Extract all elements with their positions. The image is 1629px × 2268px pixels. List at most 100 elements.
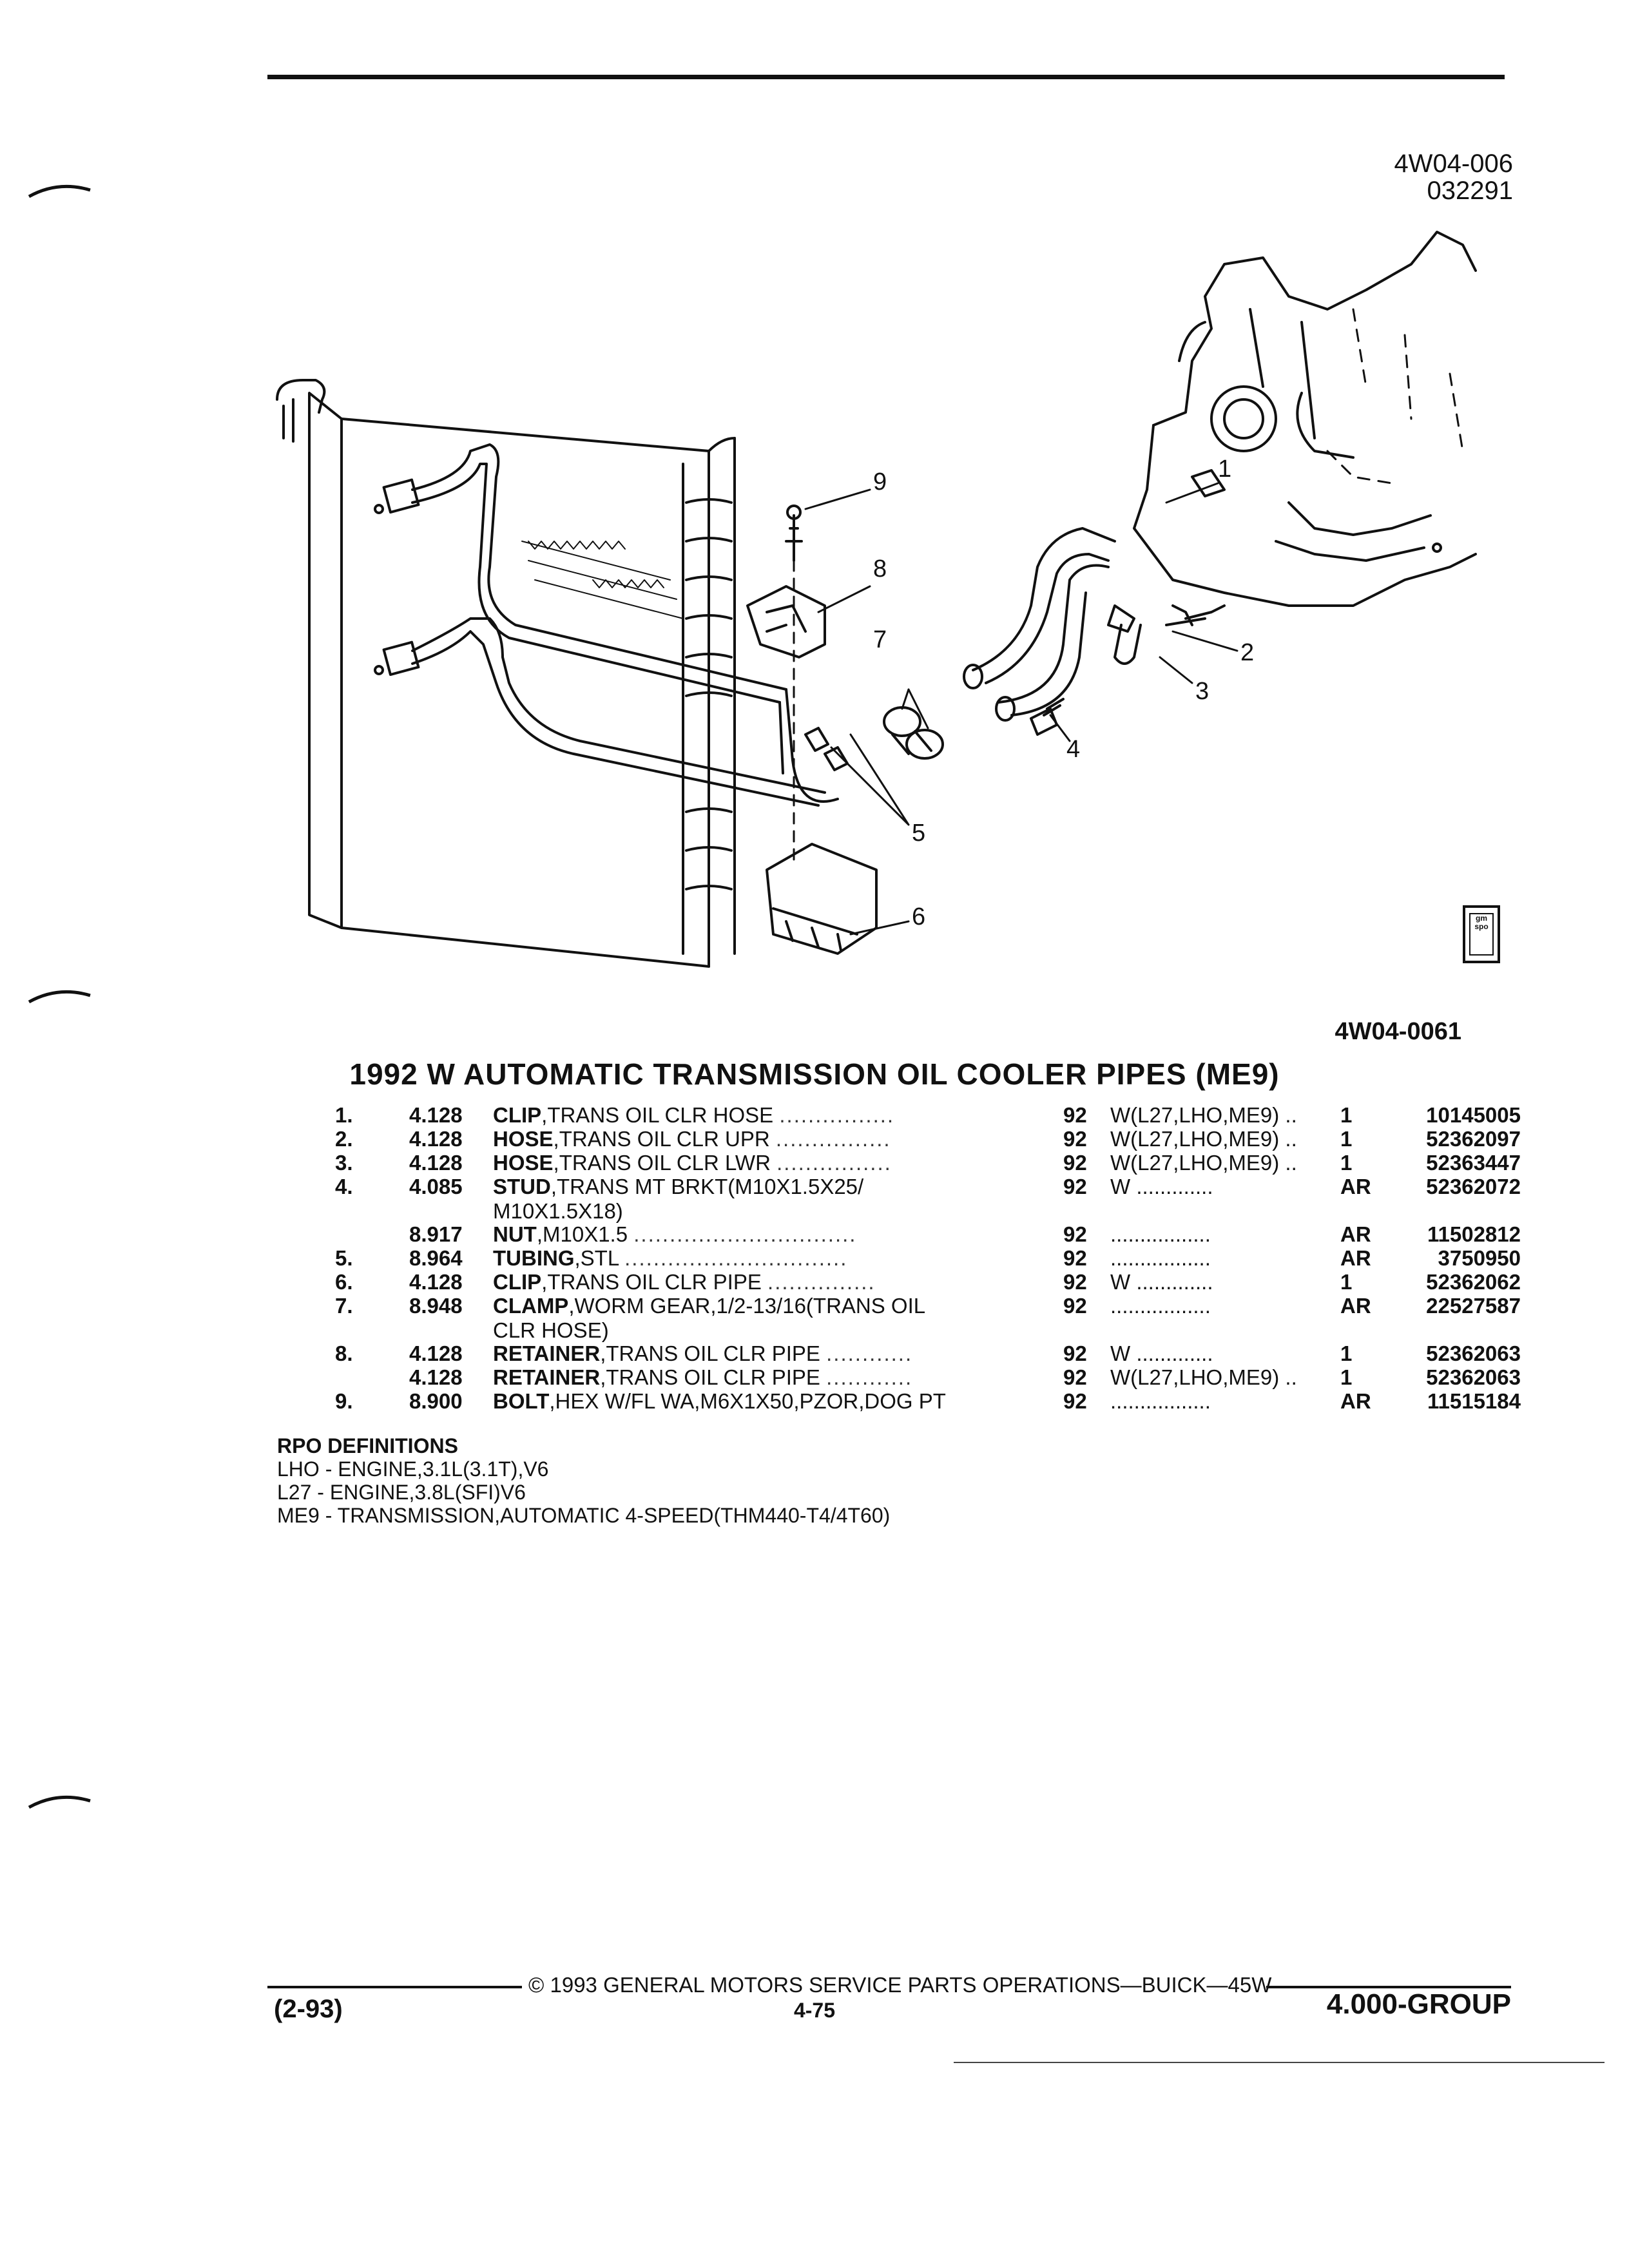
quantity: AR bbox=[1340, 1389, 1371, 1413]
group-number: 8.917 bbox=[409, 1222, 463, 1246]
part-detail: ,TRANS OIL CLR HOSE bbox=[541, 1103, 774, 1127]
part-description: HOSE,TRANS OIL CLR LWR ................ bbox=[493, 1151, 1344, 1175]
part-name: CLIP bbox=[493, 1270, 542, 1294]
part-name: HOSE bbox=[493, 1151, 554, 1175]
leader-lines bbox=[804, 482, 1239, 936]
footer-group: 4.000-GROUP bbox=[1326, 1988, 1511, 2020]
part-name: CLIP bbox=[493, 1103, 542, 1127]
part-detail: ,TRANS OIL CLR PIPE bbox=[600, 1365, 820, 1389]
part-detail: ,WORM GEAR,1/2-13/16(TRANS OIL bbox=[568, 1294, 926, 1318]
part-name: RETAINER bbox=[493, 1365, 601, 1389]
footer-date: (2-93) bbox=[274, 1995, 343, 2023]
quantity: AR bbox=[1340, 1175, 1371, 1198]
group-number: 4.128 bbox=[409, 1270, 463, 1294]
model-year: 92 bbox=[1063, 1151, 1087, 1175]
part-description: TUBING,STL .............................… bbox=[493, 1246, 1344, 1271]
item-number: 9. bbox=[335, 1389, 353, 1413]
model-year: 92 bbox=[1063, 1270, 1087, 1294]
leader-dots: ............... bbox=[767, 1270, 876, 1294]
margin-mark bbox=[28, 990, 91, 1004]
top-rule bbox=[267, 75, 1505, 79]
part-row: 4.128 RETAINER,TRANS OIL CLR PIPE ......… bbox=[335, 1365, 1521, 1389]
quantity: 1 bbox=[1340, 1127, 1353, 1151]
part-number: 52362097 bbox=[1426, 1127, 1521, 1151]
rpo-definitions: RPO DEFINITIONS LHO - ENGINE,3.1L(3.1T),… bbox=[277, 1434, 890, 1527]
rpo-item: ME9 - TRANSMISSION,AUTOMATIC 4-SPEED(THM… bbox=[277, 1504, 891, 1527]
margin-mark bbox=[28, 184, 91, 198]
group-number: 8.964 bbox=[409, 1246, 463, 1270]
model-year: 92 bbox=[1063, 1127, 1087, 1151]
part-row: 5. 8.964 TUBING,STL ....................… bbox=[335, 1246, 1521, 1271]
leader-dots: ............ bbox=[826, 1365, 913, 1389]
part-row: 2. 4.128 HOSE,TRANS OIL CLR UPR ........… bbox=[335, 1127, 1521, 1151]
part-detail: ,TRANS OIL CLR UPR bbox=[553, 1127, 770, 1151]
part-number: 22527587 bbox=[1426, 1294, 1521, 1318]
model-year: 92 bbox=[1063, 1294, 1087, 1318]
figure-code: 4W04-0061 bbox=[1335, 1018, 1461, 1045]
model-year: 92 bbox=[1063, 1222, 1087, 1246]
item-number: 4. bbox=[335, 1175, 353, 1198]
part-number: 52363447 bbox=[1426, 1151, 1521, 1175]
quantity: AR bbox=[1340, 1294, 1371, 1318]
callout-3: 3 bbox=[1195, 678, 1209, 705]
footer-copyright: © 1993 GENERAL MOTORS SERVICE PARTS OPER… bbox=[528, 1973, 1272, 1997]
leader-dots: ............................... bbox=[624, 1246, 848, 1270]
item-number: 1. bbox=[335, 1103, 353, 1127]
item-number: 6. bbox=[335, 1270, 353, 1294]
group-number: 8.948 bbox=[409, 1294, 463, 1318]
quantity: 1 bbox=[1340, 1103, 1353, 1127]
quantity: 1 bbox=[1340, 1151, 1353, 1175]
part-number: 52362063 bbox=[1426, 1341, 1521, 1365]
part-name: TUBING bbox=[493, 1246, 575, 1270]
part-row: 4. 4.085 STUD,TRANS MT BRKT(M10X1.5X25/M… bbox=[335, 1175, 1521, 1223]
application: W(L27,LHO,ME9) .. bbox=[1110, 1127, 1297, 1151]
part-description: BOLT,HEX W/FL WA,M6X1X50,PZOR,DOG PT bbox=[493, 1389, 1344, 1414]
part-name: RETAINER bbox=[493, 1341, 601, 1365]
part-number: 52362063 bbox=[1426, 1365, 1521, 1389]
leader-dots: ............ bbox=[826, 1341, 913, 1365]
reference-code: 4W04-006 bbox=[1394, 149, 1513, 178]
part-description: RETAINER,TRANS OIL CLR PIPE ............ bbox=[493, 1341, 1344, 1366]
item-number: 2. bbox=[335, 1127, 353, 1151]
application: ................. bbox=[1110, 1389, 1211, 1413]
clips-and-clamps-drawing bbox=[746, 505, 944, 955]
callout-4: 4 bbox=[1066, 736, 1080, 763]
exploded-parts-diagram: 1 2 3 4 5 6 7 8 9 bbox=[276, 231, 1477, 968]
hoses-drawing bbox=[963, 527, 1226, 722]
item-number: 3. bbox=[335, 1151, 353, 1175]
part-detail: ,STL bbox=[574, 1246, 619, 1270]
part-name: NUT bbox=[493, 1222, 537, 1246]
model-year: 92 bbox=[1063, 1246, 1087, 1270]
callout-9: 9 bbox=[873, 468, 887, 495]
application: ................. bbox=[1110, 1246, 1211, 1270]
transmission-drawing bbox=[1133, 231, 1477, 607]
part-detail: ,TRANS OIL CLR PIPE bbox=[600, 1341, 820, 1365]
callout-6: 6 bbox=[912, 903, 925, 930]
part-detail: ,HEX W/FL WA,M6X1X50,PZOR,DOG PT bbox=[549, 1389, 946, 1413]
group-number: 8.900 bbox=[409, 1389, 463, 1413]
quantity: AR bbox=[1340, 1222, 1371, 1246]
gm-spo-logo: gm spo bbox=[1463, 905, 1500, 963]
quantity: 1 bbox=[1340, 1270, 1353, 1294]
leader-dots: ................ bbox=[775, 1127, 891, 1151]
callout-5: 5 bbox=[912, 820, 925, 847]
application: W(L27,LHO,ME9) .. bbox=[1110, 1365, 1297, 1389]
part-name: STUD bbox=[493, 1175, 551, 1198]
application: W(L27,LHO,ME9) .. bbox=[1110, 1151, 1297, 1175]
footer-rule-right bbox=[1266, 1986, 1511, 1988]
application: ................. bbox=[1110, 1294, 1211, 1318]
part-number: 3750950 bbox=[1438, 1246, 1521, 1270]
part-name: HOSE bbox=[493, 1127, 554, 1151]
application: ................. bbox=[1110, 1222, 1211, 1246]
part-row: 3. 4.128 HOSE,TRANS OIL CLR LWR ........… bbox=[335, 1151, 1521, 1175]
leader-dots: ................ bbox=[779, 1103, 895, 1127]
leader-dots: ............................... bbox=[633, 1222, 857, 1246]
part-description: CLIP,TRANS OIL CLR PIPE ............... bbox=[493, 1270, 1344, 1294]
page-number: 4-75 bbox=[793, 1999, 836, 2022]
group-number: 4.128 bbox=[409, 1341, 463, 1365]
application: W ............. bbox=[1110, 1175, 1213, 1198]
item-number: 8. bbox=[335, 1341, 353, 1365]
application: W(L27,LHO,ME9) .. bbox=[1110, 1103, 1297, 1127]
quantity: AR bbox=[1340, 1246, 1371, 1270]
part-number: 11515184 bbox=[1427, 1389, 1521, 1413]
